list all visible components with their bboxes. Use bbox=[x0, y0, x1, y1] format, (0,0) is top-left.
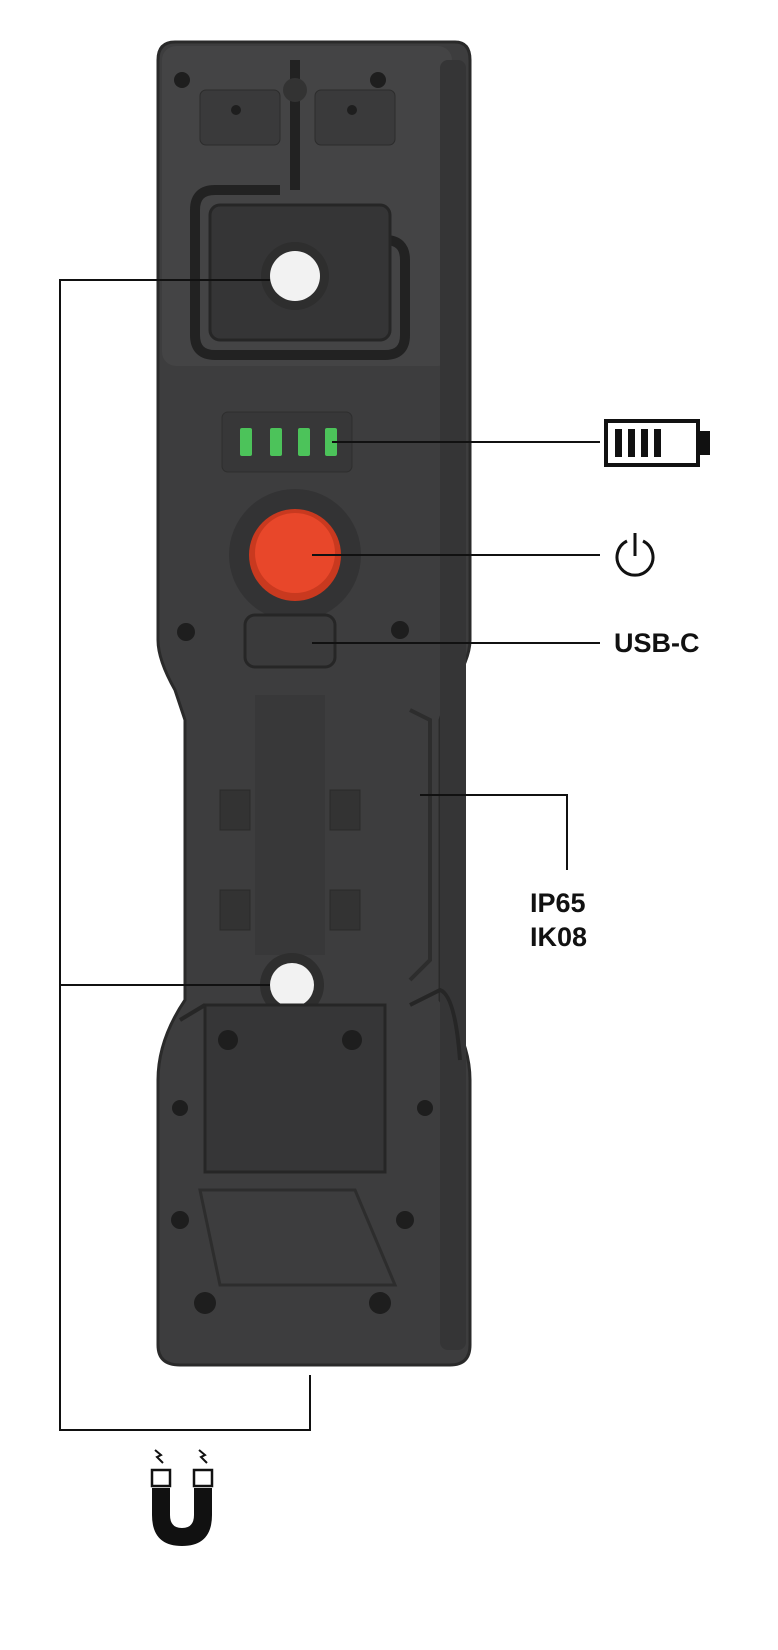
magnet-icon bbox=[150, 1449, 214, 1546]
power-button[interactable] bbox=[255, 513, 335, 593]
callout-lines bbox=[59, 279, 600, 1431]
ip-rating-label: IP65 bbox=[530, 888, 586, 918]
work-light-device bbox=[156, 40, 472, 1367]
bottom-magnet bbox=[270, 963, 314, 1007]
ik-rating-label: IK08 bbox=[530, 922, 588, 952]
battery-level-icon bbox=[604, 419, 710, 467]
usb-c-port-cover[interactable] bbox=[243, 613, 337, 669]
battery-leds bbox=[240, 428, 337, 456]
usb-c-label: USB-C bbox=[614, 628, 700, 658]
top-magnet bbox=[270, 251, 320, 301]
power-icon bbox=[615, 533, 655, 577]
